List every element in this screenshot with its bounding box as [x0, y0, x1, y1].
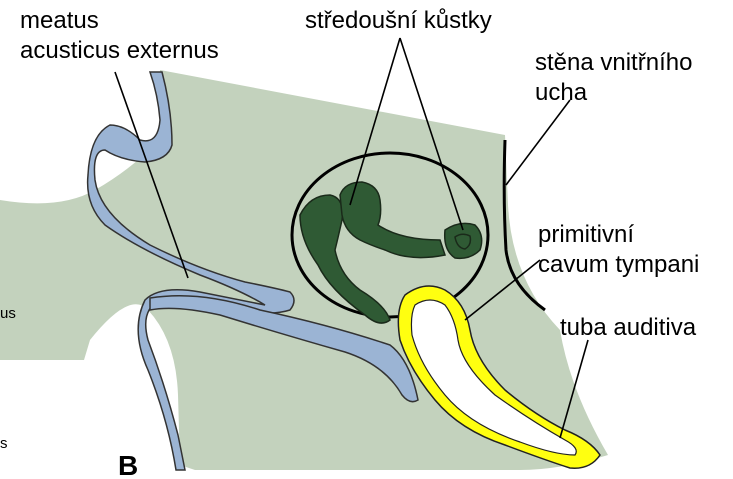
label-meatus-line2: acusticus externus — [20, 37, 219, 64]
label-inner-wall-line2: ucha — [535, 79, 588, 106]
label-cavum-line2: cavum tympani — [538, 251, 699, 278]
label-cavum-line1: primitivní — [538, 221, 634, 248]
label-inner-wall-line1: stěna vnitřního — [535, 49, 692, 76]
label-ossicles: středoušní kůstky — [305, 7, 492, 34]
panel-letter: B — [118, 450, 138, 479]
edge-fragment-2: s — [0, 435, 8, 452]
label-meatus-line1: meatus — [20, 7, 99, 34]
label-tuba: tuba auditiva — [560, 314, 697, 341]
edge-fragment-1: us — [0, 305, 16, 322]
